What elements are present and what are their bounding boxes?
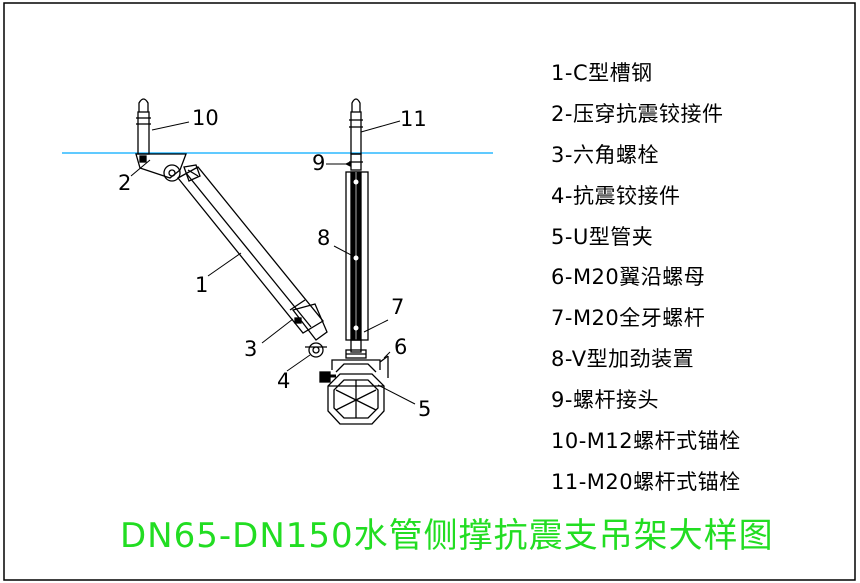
legend-item: 1-C型槽钢 [551, 61, 653, 85]
anchor-bolt-m20 [349, 98, 363, 171]
callout-5: 5 [418, 397, 431, 421]
leader-lines [130, 120, 416, 405]
callout-11: 11 [400, 107, 427, 131]
callout-4: 4 [277, 369, 290, 393]
hinge-bracket-top [135, 153, 201, 182]
legend-item: 8-V型加劲装置 [551, 347, 695, 372]
drawing-title: DN65-DN150水管侧撑抗震支吊架大样图 [120, 516, 774, 556]
legend-item: 6-M20翼沿螺母 [551, 265, 706, 290]
callout-8: 8 [317, 226, 330, 250]
callout-3: 3 [244, 337, 257, 361]
legend-item: 2-压穿抗震铰接件 [551, 101, 724, 126]
legend-item: 5-U型管夹 [551, 224, 654, 249]
legend-item: 11-M20螺杆式锚栓 [551, 469, 741, 494]
anchor-bolt-m12 [136, 98, 151, 155]
drawing-frame [3, 2, 856, 581]
callout-10: 10 [192, 106, 219, 130]
threaded-rod [345, 339, 367, 359]
callout-1: 1 [195, 273, 208, 297]
legend-item: 4-抗震铰接件 [551, 183, 681, 208]
callout-9: 9 [312, 151, 325, 175]
v-stiffener [345, 171, 369, 341]
callout-7: 7 [391, 295, 404, 319]
legend-item: 9-螺杆接头 [551, 388, 659, 413]
callout-numbers: 10 11 2 9 8 1 7 6 3 4 5 [118, 106, 431, 421]
hinge-bracket-bottom [291, 303, 328, 358]
parts-legend: 1-C型槽钢 2-压穿抗震铰接件 3-六角螺栓 4-抗震铰接件 5-U型管夹 6… [551, 58, 741, 508]
u-pipe-clamp [319, 355, 389, 425]
c-channel-diagonal [177, 166, 324, 334]
callout-6: 6 [394, 335, 407, 359]
callout-2: 2 [118, 171, 131, 195]
legend-item: 10-M12螺杆式锚栓 [551, 429, 741, 454]
legend-item: 7-M20全牙螺杆 [551, 306, 706, 331]
legend-item: 3-六角螺栓 [551, 142, 659, 167]
